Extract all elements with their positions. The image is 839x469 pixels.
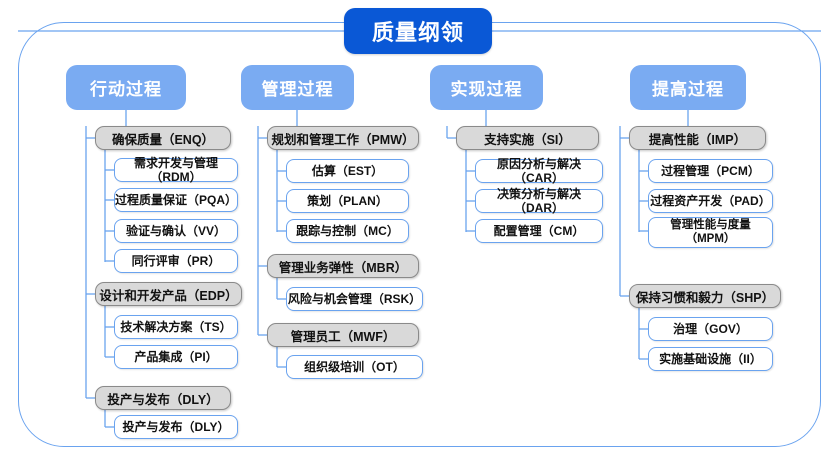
diagram-title: 质量纲领 <box>344 8 492 54</box>
leaf-car[interactable]: 原因分析与解决（CAR） <box>475 157 603 185</box>
leaf-mc[interactable]: 跟踪与控制（MC） <box>286 219 409 243</box>
category-header-improvement[interactable]: 提高过程 <box>630 65 746 110</box>
category-header-action[interactable]: 行动过程 <box>66 65 186 110</box>
leaf-pcm[interactable]: 过程管理（PCM） <box>648 159 773 183</box>
leaf-ii[interactable]: 实施基础设施（II） <box>648 347 773 371</box>
leaf-vv[interactable]: 验证与确认（VV） <box>114 219 238 243</box>
leaf-pr[interactable]: 同行评审（PR） <box>114 249 238 273</box>
group-header-mbr[interactable]: 管理业务弹性（MBR） <box>267 254 419 278</box>
leaf-est[interactable]: 估算（EST） <box>286 159 409 183</box>
group-header-dly[interactable]: 投产与发布（DLY） <box>95 386 231 410</box>
group-header-shp[interactable]: 保持习惯和毅力（SHP） <box>629 284 781 308</box>
leaf-plan[interactable]: 策划（PLAN） <box>286 189 409 213</box>
group-header-imp[interactable]: 提高性能（IMP） <box>629 126 766 150</box>
category-header-management[interactable]: 管理过程 <box>241 65 354 110</box>
leaf-pqa[interactable]: 过程质量保证（PQA） <box>114 188 238 212</box>
leaf-pad[interactable]: 过程资产开发（PAD） <box>648 189 773 213</box>
leaf-gov[interactable]: 治理（GOV） <box>648 317 773 341</box>
leaf-ts[interactable]: 技术解决方案（TS） <box>114 315 238 339</box>
leaf-pi[interactable]: 产品集成（PI） <box>114 345 238 369</box>
group-header-mwf[interactable]: 管理员工（MWF） <box>267 323 419 347</box>
leaf-dar[interactable]: 决策分析与解决（DAR） <box>475 187 603 215</box>
leaf-rsk[interactable]: 风险与机会管理（RSK） <box>286 287 423 311</box>
group-header-pmw[interactable]: 规划和管理工作（PMW） <box>267 126 419 150</box>
leaf-mpm[interactable]: 管理性能与度量（MPM） <box>648 217 773 248</box>
group-header-edp[interactable]: 设计和开发产品（EDP） <box>95 282 242 306</box>
leaf-ot[interactable]: 组织级培训（OT） <box>286 355 423 379</box>
group-header-enq[interactable]: 确保质量（ENQ） <box>95 126 231 150</box>
leaf-rdm[interactable]: 需求开发与管理（RDM） <box>114 156 238 184</box>
leaf-cm[interactable]: 配置管理（CM） <box>475 219 603 243</box>
group-header-si[interactable]: 支持实施（SI） <box>456 126 599 150</box>
leaf-dly[interactable]: 投产与发布（DLY） <box>114 415 238 439</box>
category-header-implementation[interactable]: 实现过程 <box>430 65 543 110</box>
